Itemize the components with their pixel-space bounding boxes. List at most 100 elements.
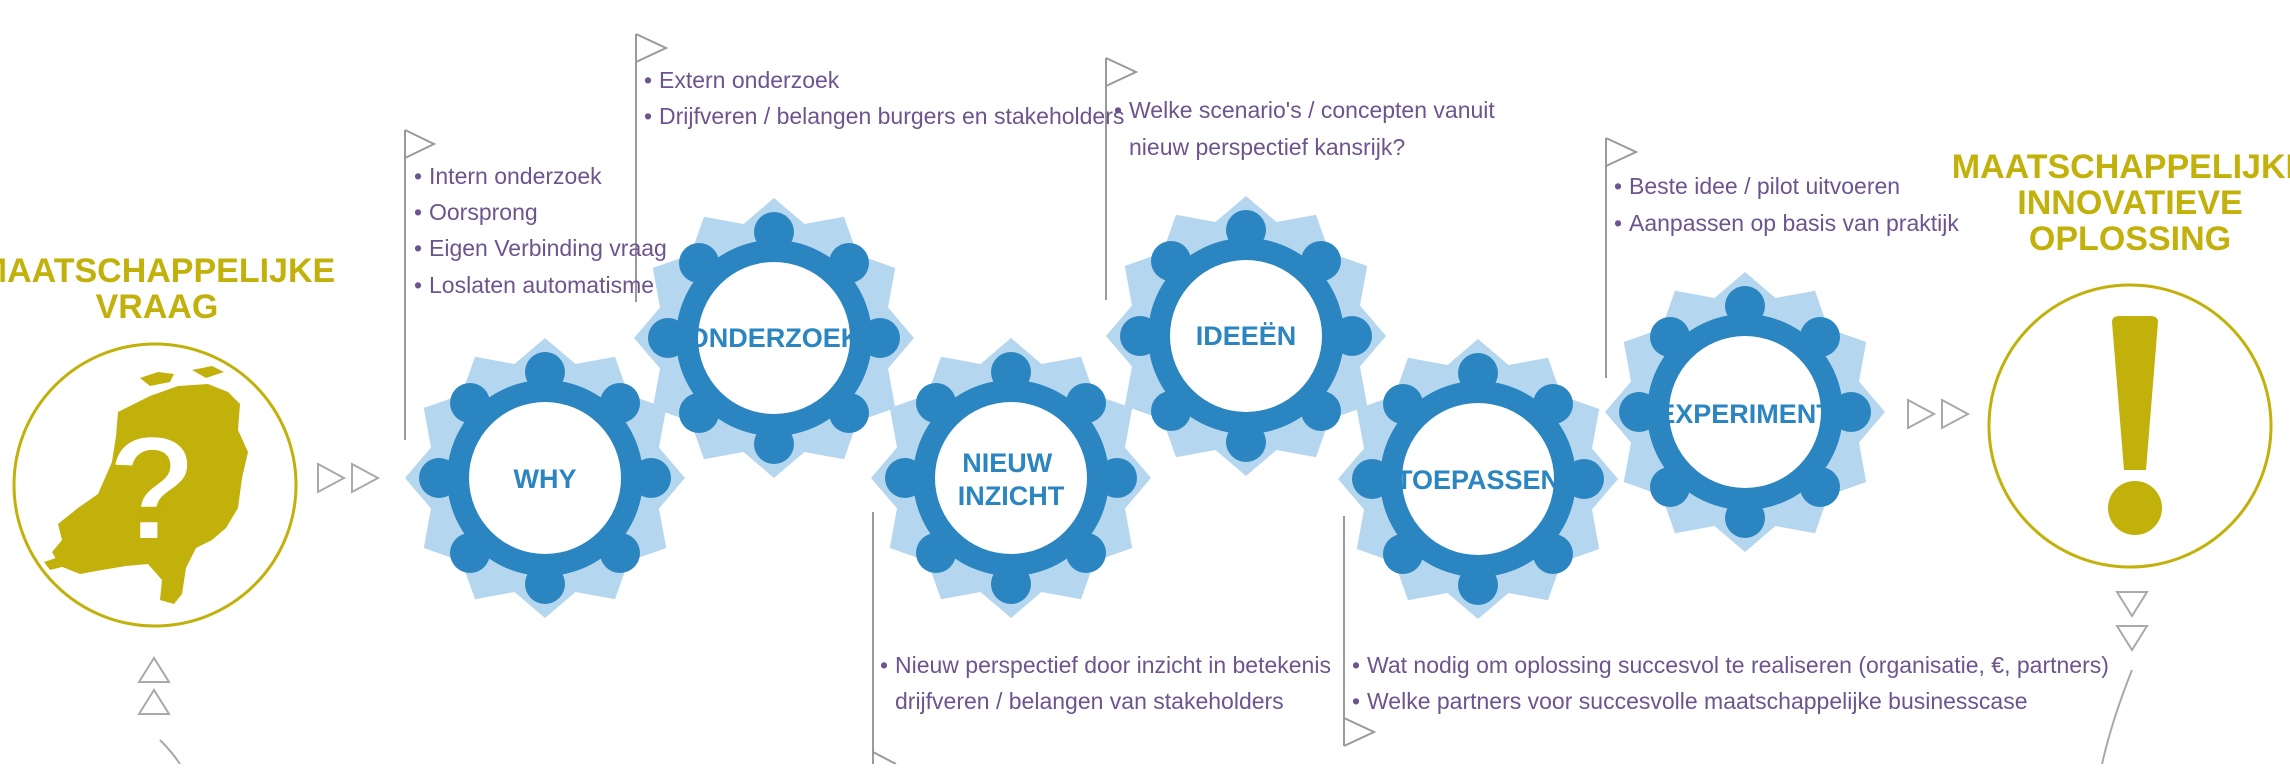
left-circle [12, 342, 298, 628]
gear-label-nieuw-inzicht: NIEUW INZICHT [958, 448, 1065, 511]
note-nieuw-inzicht-bullet-1: •Nieuw perspectief door inzicht in betek… [880, 652, 1331, 714]
gear-tooth [916, 383, 956, 423]
gear-tooth [1332, 316, 1372, 356]
gear-center [1669, 336, 1821, 488]
up-arrow-icons [137, 656, 181, 765]
left-title-line-2: VRAAG [96, 288, 219, 326]
gear-tooth [1533, 534, 1573, 574]
flow-arrows-start [317, 462, 381, 494]
gear-tooth [1458, 353, 1498, 393]
gear-tooth [1725, 286, 1765, 326]
gear-center [1402, 403, 1554, 555]
gear-tooth [1151, 391, 1191, 431]
gear-tooth [860, 318, 900, 358]
note-onderzoek-bullet-1: •Extern onderzoek [644, 67, 840, 93]
gear-tooth [1226, 210, 1266, 250]
gear-tooth [1097, 458, 1137, 498]
gear-tooth [679, 243, 719, 283]
note-toepassen-bullet-2: •Welke partners voor succesvolle maatsch… [1352, 688, 2028, 714]
right-title-line-1: MAATSCHAPPELIJKE [1952, 148, 2290, 186]
note-why-bullet-4: •Loslaten automatisme [414, 272, 654, 298]
gear-tooth [1800, 467, 1840, 507]
gear-tooth [600, 383, 640, 423]
gear-label-toepassen: TOEPASSEN [1396, 465, 1560, 495]
note-why-bullet-2: •Oorsprong [414, 199, 538, 225]
gear-tooth [525, 564, 565, 604]
gear-ideeen[interactable] [1106, 196, 1386, 476]
gear-tooth [1226, 422, 1266, 462]
gear-tooth [1301, 391, 1341, 431]
gear-tooth [1831, 392, 1871, 432]
gear-tooth [1383, 384, 1423, 424]
note-why: •Intern onderzoek •Oorsprong •Eigen Verb… [414, 163, 667, 298]
gear-tooth [916, 533, 956, 573]
gear-label-experiment: EXPERIMENT [1657, 399, 1833, 429]
gear-nieuw-inzicht[interactable] [871, 338, 1151, 618]
gear-tooth [829, 393, 869, 433]
gear-tooth [1458, 565, 1498, 605]
note-toepassen-bullet-1: •Wat nodig om oplossing succesvol te rea… [1352, 652, 2109, 678]
right-title-line-3: OPLOSSING [2029, 220, 2231, 258]
right-section: MAATSCHAPPELIJKE INNOVATIEVE OPLOSSING [1952, 148, 2290, 765]
left-section: MAATSCHAPPELIJKE VRAAG ? [0, 252, 335, 765]
netherlands-map-question-icon: ? [44, 366, 248, 604]
gear-tooth [1564, 459, 1604, 499]
right-circle [1987, 283, 2273, 569]
gear-tooth [1619, 392, 1659, 432]
gear-tooth [991, 352, 1031, 392]
gear-tooth [829, 243, 869, 283]
gear-label-onderzoek: ONDERZOEK [688, 323, 861, 353]
gear-tooth [1352, 459, 1392, 499]
right-title-line-2: INNOVATIEVE [2017, 184, 2242, 222]
gear-tooth [1301, 241, 1341, 281]
question-mark: ? [106, 404, 198, 572]
gear-tooth [450, 533, 490, 573]
gear-why[interactable] [405, 338, 685, 618]
gear-tooth [1800, 317, 1840, 357]
gear-center [698, 262, 850, 414]
note-onderzoek-bullet-2: •Drijfveren / belangen burgers en stakeh… [644, 103, 1124, 129]
left-title-line-1: MAATSCHAPPELIJKE [0, 252, 335, 290]
gear-tooth [754, 212, 794, 252]
gear-label-ideeen: IDEEËN [1196, 321, 1297, 351]
gear-tooth [1066, 383, 1106, 423]
gears-group [405, 196, 1885, 619]
note-experiment-bullet-2: •Aanpassen op basis van praktijk [1614, 210, 1959, 236]
note-experiment-bullet-1: •Beste idee / pilot uitvoeren [1614, 173, 1900, 199]
gear-onderzoek[interactable] [634, 198, 914, 478]
gear-tooth [525, 352, 565, 392]
exclamation-icon [2108, 316, 2162, 535]
note-why-bullet-1: •Intern onderzoek [414, 163, 602, 189]
gear-tooth [1151, 241, 1191, 281]
gear-tooth [1383, 534, 1423, 574]
gear-label-why: WHY [514, 464, 577, 494]
down-arrow-icons [2101, 591, 2149, 765]
gear-tooth [991, 564, 1031, 604]
note-why-bullet-3: •Eigen Verbinding vraag [414, 235, 667, 261]
note-experiment: •Beste idee / pilot uitvoeren •Aanpassen… [1614, 173, 1959, 236]
gear-tooth [419, 458, 459, 498]
gear-tooth [450, 383, 490, 423]
gear-tooth [754, 424, 794, 464]
flow-arrows-end [1907, 398, 1971, 430]
gear-labels: WHY ONDERZOEK NIEUW INZICHT IDEEËN TOEPA… [514, 321, 1834, 511]
gear-tooth [600, 533, 640, 573]
gear-tooth [679, 393, 719, 433]
gear-center [935, 402, 1087, 554]
note-nieuw-inzicht: •Nieuw perspectief door inzicht in betek… [880, 652, 1331, 714]
gear-tooth [1650, 317, 1690, 357]
gear-tooth [1066, 533, 1106, 573]
gear-experiment[interactable] [1605, 272, 1885, 552]
note-toepassen: •Wat nodig om oplossing succesvol te rea… [1352, 652, 2109, 714]
gear-center [1170, 260, 1322, 412]
gear-toepassen[interactable] [1338, 339, 1618, 619]
gear-tooth [885, 458, 925, 498]
gear-tooth [1650, 467, 1690, 507]
gear-tooth [648, 318, 688, 358]
gear-tooth [631, 458, 671, 498]
gear-center [469, 402, 621, 554]
